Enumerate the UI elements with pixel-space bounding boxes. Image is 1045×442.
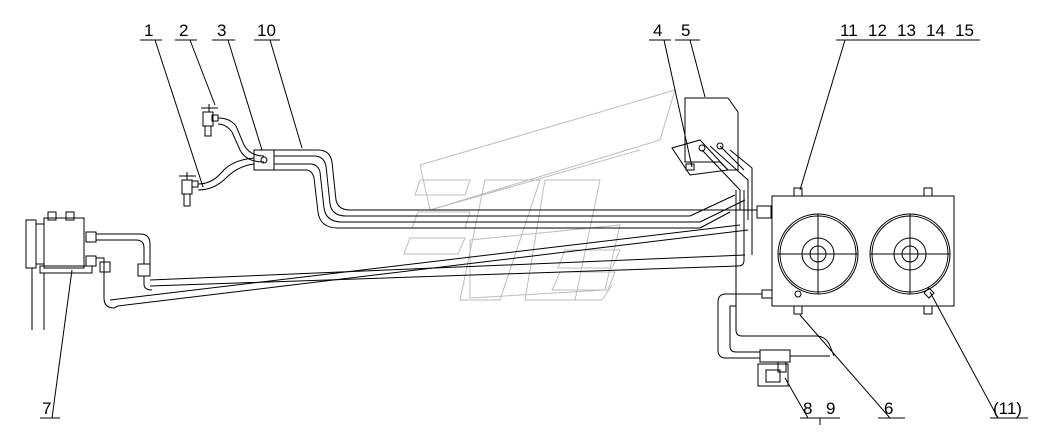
label-15: 15 — [955, 21, 974, 40]
label-6: 6 — [884, 399, 893, 418]
label-3: 3 — [217, 21, 226, 40]
label-13: 13 — [897, 21, 916, 40]
drier-8-9 — [717, 293, 835, 387]
label-11: 11 — [840, 21, 858, 40]
panel-5 — [671, 97, 753, 220]
label-4: 4 — [653, 21, 662, 40]
label-8: 8 — [803, 399, 812, 418]
label-1: 1 — [144, 21, 153, 40]
label-10: 10 — [257, 21, 276, 40]
radiator-fans — [761, 187, 955, 315]
compressor-7 — [25, 211, 153, 330]
leader-lines — [40, 39, 1028, 425]
main-pipe-run — [109, 190, 772, 307]
part-numbers: 1 2 3 10 4 5 11 12 13 14 15 7 8 9 6 (11) — [42, 21, 1022, 418]
pipe-bundle-10 — [197, 117, 700, 229]
label-12: 12 — [868, 21, 887, 40]
label-2: 2 — [179, 21, 188, 40]
label-14: 14 — [926, 21, 945, 40]
label-5: 5 — [681, 21, 690, 40]
watermark-logo — [403, 89, 676, 301]
label-11-ref: (11) — [993, 399, 1022, 418]
label-9: 9 — [826, 399, 835, 418]
valve-2 — [201, 104, 219, 137]
label-7: 7 — [42, 399, 51, 418]
valve-1 — [179, 172, 199, 207]
